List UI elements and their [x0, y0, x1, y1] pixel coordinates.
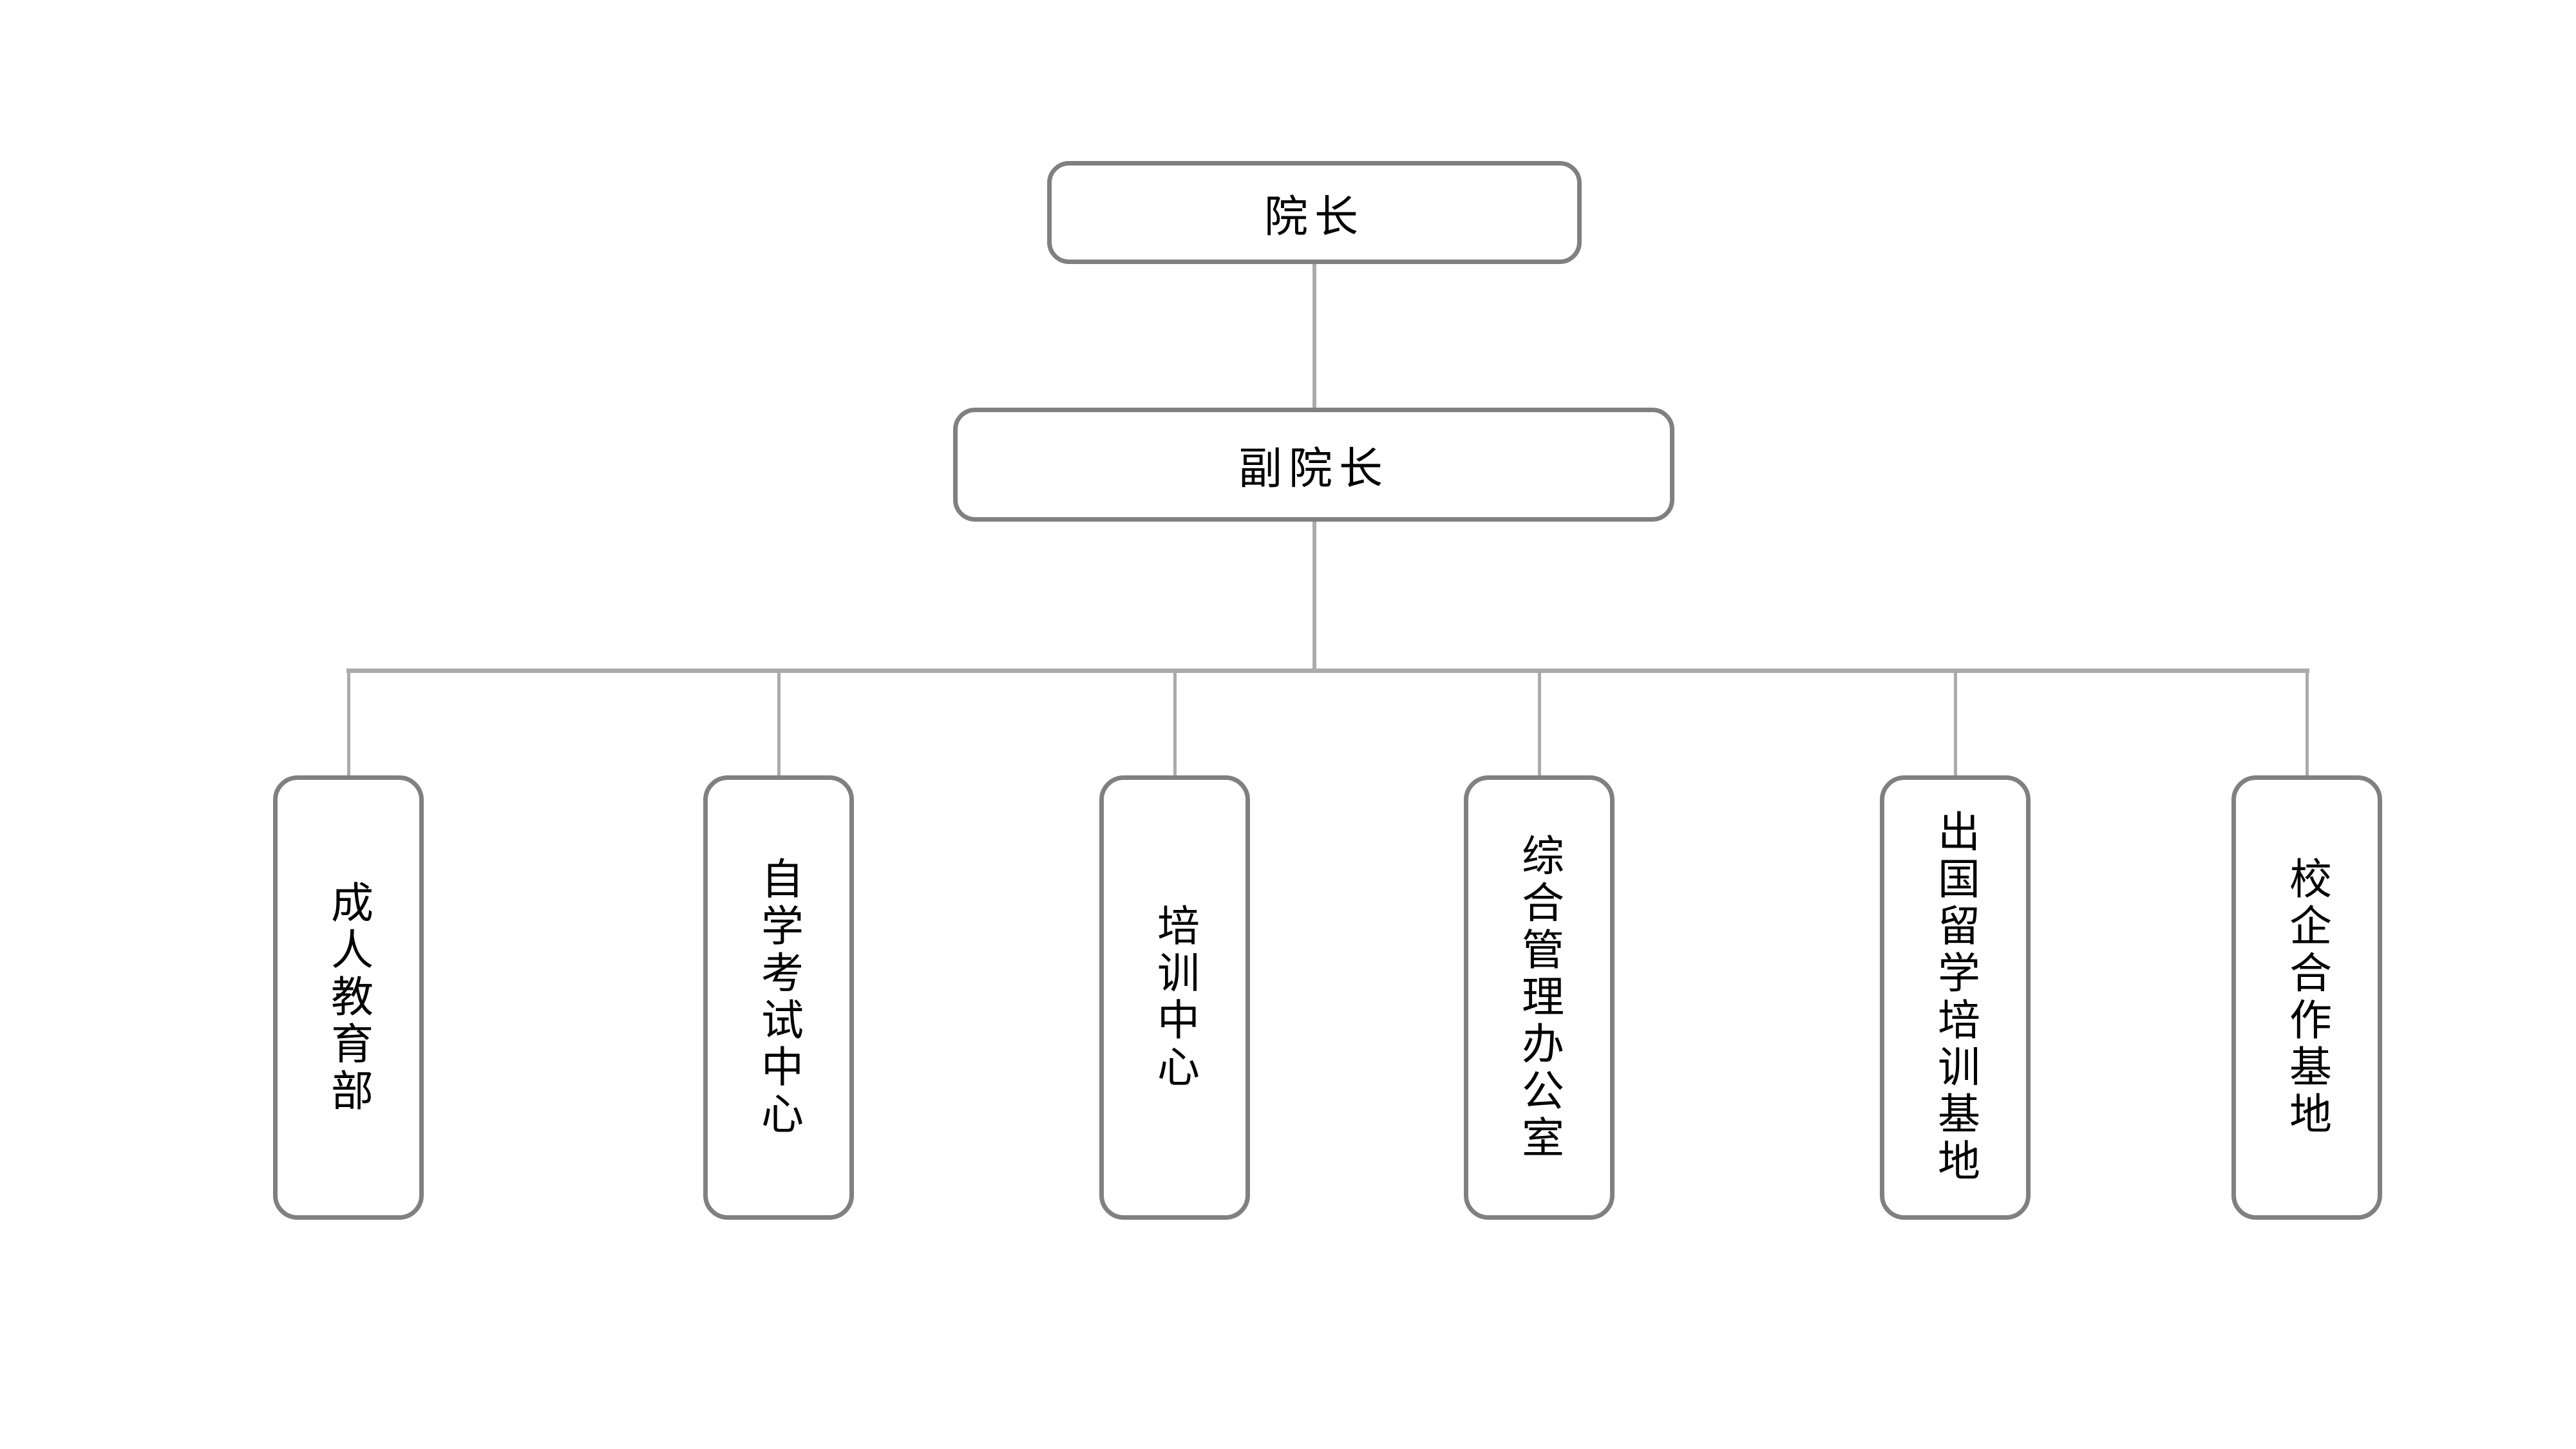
node-vice-dean-label: 副院长 — [1238, 444, 1389, 495]
node-dept-label: 出国留学培训基地 — [1931, 810, 1980, 1186]
node-dept-label: 自学考试中心 — [754, 857, 804, 1139]
node-dept-school-enterprise-cooperation-base: 校企合作基地 — [2231, 775, 2382, 1220]
connector-drop-dept-3 — [1173, 670, 1177, 780]
node-dept-self-study-exam-center: 自学考试中心 — [703, 775, 854, 1220]
connector-drop-dept-5 — [1954, 670, 1957, 780]
node-dept-adult-education: 成人教育部 — [273, 775, 424, 1220]
node-dept-general-management-office: 综合管理办公室 — [1464, 775, 1615, 1220]
connector-vice-to-rail — [1312, 520, 1316, 670]
node-dept-label: 成人教育部 — [324, 880, 374, 1115]
node-vice-dean: 副院长 — [953, 408, 1674, 522]
connector-drop-dept-1 — [347, 670, 350, 780]
connector-drop-dept-4 — [1538, 670, 1541, 780]
connector-drop-dept-2 — [777, 670, 781, 780]
connector-dean-to-vice — [1312, 263, 1316, 409]
node-dept-label: 综合管理办公室 — [1515, 833, 1564, 1162]
connector-drop-dept-6 — [2306, 670, 2309, 780]
node-dean-label: 院长 — [1264, 191, 1365, 243]
connector-horizontal-rail — [346, 668, 2309, 673]
node-dept-overseas-study-training-base: 出国留学培训基地 — [1880, 775, 2031, 1220]
node-dept-label: 校企合作基地 — [2282, 857, 2332, 1139]
node-dean: 院长 — [1047, 161, 1582, 264]
node-dept-training-center: 培训中心 — [1099, 775, 1250, 1220]
node-dept-label: 培训中心 — [1150, 904, 1200, 1092]
